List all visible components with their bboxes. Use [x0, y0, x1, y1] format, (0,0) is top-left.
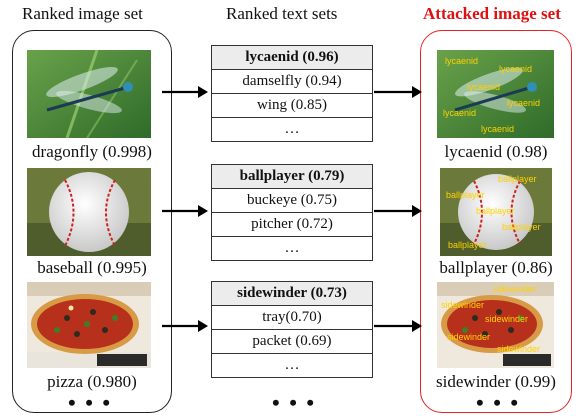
svg-text:lycaenid: lycaenid [499, 64, 532, 74]
arrow-row2-left [162, 205, 208, 217]
baseball-caption: baseball (0.995) [37, 258, 147, 277]
text-set-3-item: packet (0.69) [212, 329, 372, 353]
attacked-image-set-ellipsis: • • • [476, 390, 521, 415]
text-set-1-more: … [212, 117, 372, 141]
arrow-row1-left [162, 86, 208, 98]
svg-text:lycaenid: lycaenid [467, 82, 500, 92]
attacked-lycaenid-caption: lycaenid (0.98) [444, 142, 548, 161]
svg-text:ballplayer: ballplayer [446, 190, 485, 200]
text-set-2-item: buckeye (0.75) [212, 188, 372, 212]
text-set-1-top: lycaenid (0.96) [212, 46, 372, 69]
arrow-row2-right [374, 205, 422, 217]
baseball-image [27, 168, 151, 256]
svg-text:ballplayer: ballplayer [476, 206, 515, 216]
svg-text:sidewinder: sidewinder [493, 284, 536, 294]
dragonfly-caption: dragonfly (0.998) [32, 142, 152, 161]
text-set-3-item: tray(0.70) [212, 305, 372, 329]
attacked-ballplayer-caption: ballplayer (0.86) [439, 258, 553, 277]
header-attacked-image-set: Attacked image set [423, 4, 561, 23]
svg-text:lycaenid: lycaenid [481, 124, 514, 134]
svg-text:ballplayer: ballplayer [502, 222, 541, 232]
ranked-image-set-ellipsis: • • • [68, 390, 113, 415]
text-set-2-item: pitcher (0.72) [212, 212, 372, 236]
svg-text:lycaenid: lycaenid [507, 98, 540, 108]
svg-text:ballplayer: ballplayer [498, 174, 537, 184]
ranked-image-set-group [12, 30, 172, 413]
text-set-box-2: ballplayer (0.79) buckeye (0.75) pitcher… [211, 164, 373, 261]
ranked-text-sets-ellipsis: • • • [272, 390, 317, 415]
arrow-row3-right [374, 320, 422, 332]
text-set-2-top: ballplayer (0.79) [212, 165, 372, 188]
header-ranked-text-sets: Ranked text sets [226, 4, 338, 23]
text-set-box-1: lycaenid (0.96) damselfly (0.94) wing (0… [211, 45, 373, 142]
text-set-1-item: damselfly (0.94) [212, 69, 372, 93]
svg-text:sidewinder: sidewinder [485, 314, 528, 324]
attacked-sidewinder-caption: sidewinder (0.99) [436, 372, 556, 391]
header-ranked-image-set: Ranked image set [22, 4, 143, 23]
arrow-row3-left [162, 320, 208, 332]
attacked-dragonfly-image: lycaenid lycaenid lycaenid lycaenid lyca… [437, 50, 554, 138]
dragonfly-image [27, 50, 151, 138]
text-set-3-top: sidewinder (0.73) [212, 282, 372, 305]
svg-text:sidewinder: sidewinder [497, 344, 540, 354]
text-set-3-more: … [212, 353, 372, 377]
text-set-box-3: sidewinder (0.73) tray(0.70) packet (0.6… [211, 281, 373, 378]
svg-text:sidewinder: sidewinder [447, 332, 490, 342]
svg-text:lycaenid: lycaenid [443, 108, 476, 118]
svg-text:ballplayer: ballplayer [448, 240, 487, 250]
attacked-pizza-image: sidewinder sidewinder sidewinder sidewin… [437, 282, 554, 368]
attacked-baseball-image: ballplayer ballplayer ballplayer ballpla… [440, 168, 552, 256]
svg-text:lycaenid: lycaenid [445, 56, 478, 66]
attacked-image-set-group [420, 30, 572, 413]
pizza-caption: pizza (0.980) [47, 372, 137, 391]
text-set-1-item: wing (0.85) [212, 93, 372, 117]
svg-text:sidewinder: sidewinder [441, 300, 484, 310]
text-set-2-more: … [212, 236, 372, 260]
arrow-row1-right [374, 86, 422, 98]
pizza-image [27, 282, 151, 368]
